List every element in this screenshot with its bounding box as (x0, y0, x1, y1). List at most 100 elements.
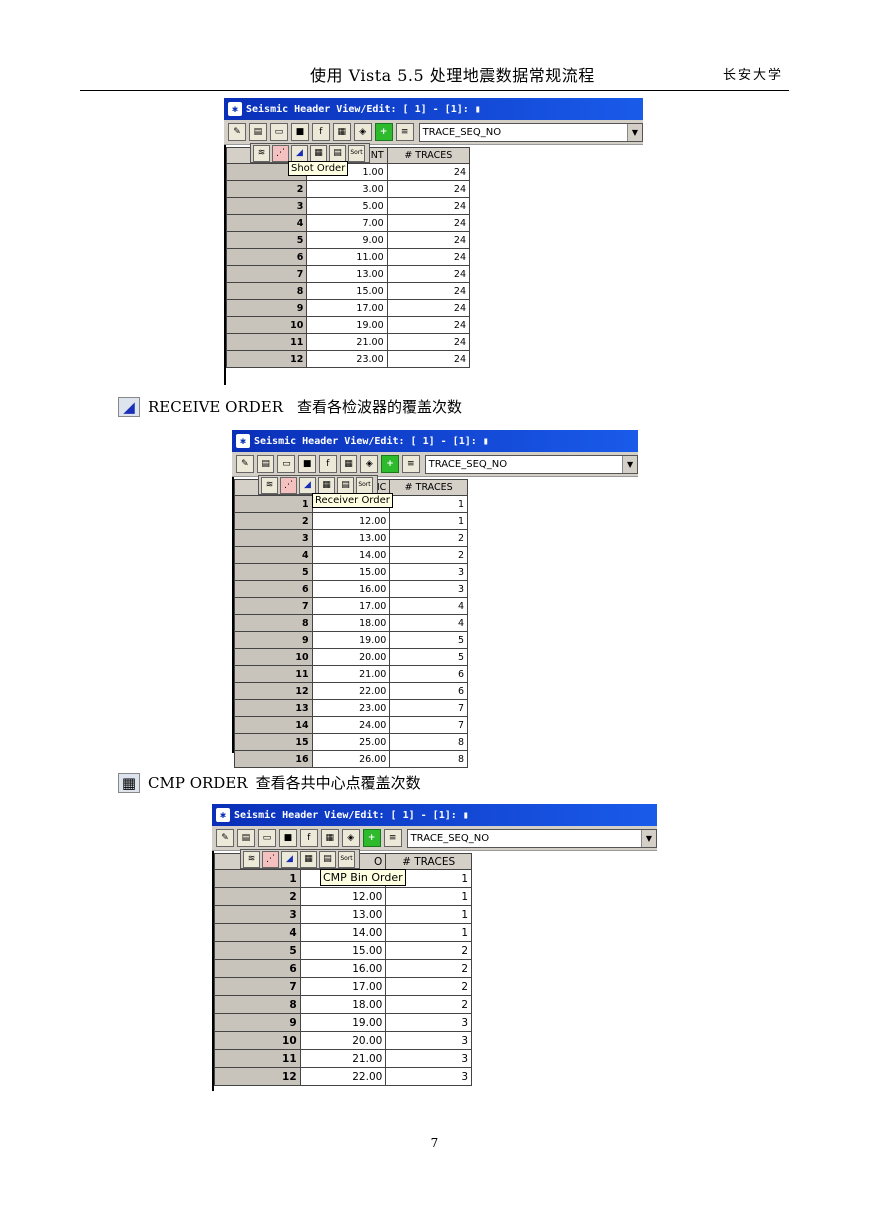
edit-icon[interactable]: ✎ (236, 455, 254, 473)
row-index[interactable]: 3 (225, 197, 308, 215)
save-icon[interactable]: ■ (298, 455, 316, 473)
header-field-select[interactable]: TRACE_SEQ_NO ▼ (424, 454, 639, 474)
row-index[interactable]: 1 (225, 163, 308, 181)
wiggle-icon[interactable]: ≋ (243, 850, 260, 868)
function-icon[interactable]: f (311, 123, 330, 141)
shot-order-icon[interactable]: ⋰ (262, 850, 279, 868)
shot-order-icon[interactable]: ⋰ (280, 476, 297, 494)
row-index[interactable]: 2 (214, 887, 301, 906)
wiggle-icon[interactable]: ≋ (253, 144, 270, 162)
row-index[interactable]: 12 (234, 682, 313, 700)
function-icon[interactable]: f (318, 455, 337, 473)
row-index[interactable]: 5 (214, 941, 301, 960)
row-index[interactable]: 11 (225, 333, 308, 351)
row-index[interactable]: 5 (234, 563, 313, 581)
row-index[interactable]: 6 (234, 580, 313, 598)
cmp-order-icon[interactable]: ▦ (310, 144, 327, 162)
list-icon[interactable]: ▤ (319, 850, 336, 868)
edit-icon[interactable]: ✎ (216, 829, 234, 847)
row-index[interactable]: 14 (234, 716, 313, 734)
row-index[interactable]: 8 (214, 995, 301, 1014)
row-index[interactable]: 4 (234, 546, 313, 564)
open-folder-icon[interactable]: ▭ (257, 829, 276, 847)
row-index[interactable]: 16 (234, 750, 313, 768)
palette-icon[interactable]: ◈ (353, 123, 372, 141)
header-icon[interactable]: ▤ (256, 455, 275, 473)
row-index[interactable]: 11 (214, 1049, 301, 1068)
open-folder-icon[interactable]: ▭ (269, 123, 288, 141)
cmp-order-icon[interactable]: ▦ (300, 850, 317, 868)
palette-icon[interactable]: ◈ (341, 829, 360, 847)
row-index[interactable]: 10 (234, 648, 313, 666)
sort-icon[interactable]: ≡ (401, 455, 420, 473)
open-folder-icon[interactable]: ▭ (277, 455, 296, 473)
spreadsheet-icon[interactable]: ▦ (332, 123, 351, 141)
column-header-traces[interactable]: # TRACES (386, 147, 471, 164)
row-index[interactable]: 7 (214, 977, 301, 996)
row-index[interactable]: 2 (234, 512, 313, 530)
row-index[interactable]: 9 (225, 299, 308, 317)
edit-icon[interactable]: ✎ (228, 123, 246, 141)
header-icon[interactable]: ▤ (248, 123, 267, 141)
row-index[interactable]: 4 (214, 923, 301, 942)
sort-icon[interactable]: ≡ (395, 123, 414, 141)
list-icon[interactable]: ▤ (337, 476, 354, 494)
list-icon[interactable]: ▤ (329, 144, 346, 162)
save-icon[interactable]: ■ (290, 123, 309, 141)
spreadsheet-icon[interactable]: ▦ (339, 455, 358, 473)
row-index[interactable]: 4 (225, 214, 308, 232)
sort-icon[interactable]: ≡ (383, 829, 402, 847)
header-field-select[interactable]: TRACE_SEQ_NO ▼ (418, 122, 643, 142)
row-index[interactable]: 1 (234, 495, 313, 513)
add-icon[interactable]: + (374, 123, 393, 141)
chevron-down-icon[interactable]: ▼ (640, 829, 656, 847)
row-index[interactable]: 10 (214, 1031, 301, 1050)
row-index[interactable]: 3 (234, 529, 313, 547)
spreadsheet-icon[interactable]: ▦ (320, 829, 339, 847)
wiggle-icon[interactable]: ≋ (261, 476, 278, 494)
column-header-traces[interactable]: # TRACES (385, 853, 472, 870)
row-index[interactable]: 7 (225, 265, 308, 283)
row-index[interactable]: 8 (225, 282, 308, 300)
header-icon[interactable]: ▤ (236, 829, 255, 847)
row-index[interactable]: 5 (225, 231, 308, 249)
receiver-order-icon[interactable]: ◢ (299, 476, 316, 494)
row-index[interactable]: 6 (214, 959, 301, 978)
row-index[interactable]: 9 (234, 631, 313, 649)
row-index[interactable]: 3 (214, 905, 301, 924)
column-header-traces[interactable]: # TRACES (389, 479, 468, 496)
row-index[interactable]: 9 (214, 1013, 301, 1032)
palette-icon[interactable]: ◈ (360, 455, 379, 473)
sort-by-icon[interactable]: Sort (338, 850, 355, 868)
header-field-select[interactable]: TRACE_SEQ_NO ▼ (406, 828, 657, 848)
sort-by-icon[interactable]: Sort (356, 476, 373, 494)
row-index[interactable]: 15 (234, 733, 313, 751)
cmp-order-icon[interactable]: ▦ (318, 476, 335, 494)
receiver-order-icon[interactable]: ◢ (281, 850, 298, 868)
